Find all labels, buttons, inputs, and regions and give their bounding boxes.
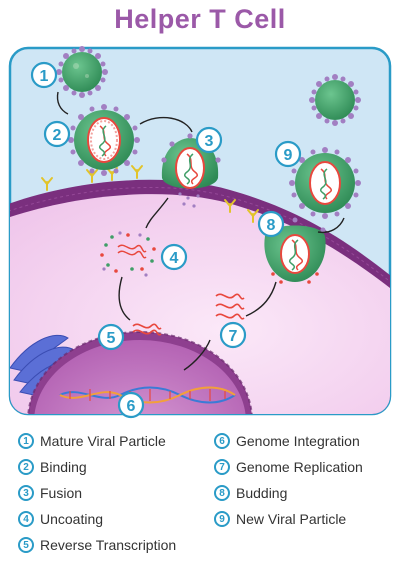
legend-badge: 3 xyxy=(18,485,34,501)
legend-item-7: 7 Genome Replication xyxy=(214,456,363,478)
legend-label: Mature Viral Particle xyxy=(40,433,166,449)
legend-label: Genome Integration xyxy=(236,433,360,449)
legend-badge: 6 xyxy=(214,433,230,449)
legend-label: Reverse Transcription xyxy=(40,537,177,553)
svg-text:3: 3 xyxy=(205,133,214,150)
free-viral-particle xyxy=(309,74,361,126)
svg-text:7: 7 xyxy=(229,328,238,345)
step-badge-3: 3 xyxy=(195,126,223,154)
legend-badge: 8 xyxy=(214,485,230,501)
step-badge-2: 2 xyxy=(43,120,71,148)
legend-badge: 1 xyxy=(18,433,34,449)
step-badge-5: 5 xyxy=(97,323,125,351)
new-viral-particle xyxy=(289,147,361,219)
legend: 1 Mature Viral Particle 2 Binding 3 Fusi… xyxy=(0,428,400,567)
step-badge-4: 4 xyxy=(160,243,188,271)
svg-text:8: 8 xyxy=(267,217,276,234)
legend-label: Budding xyxy=(236,485,288,501)
svg-text:1: 1 xyxy=(40,68,49,85)
svg-text:9: 9 xyxy=(284,147,293,164)
legend-label: Uncoating xyxy=(40,511,104,527)
legend-badge: 5 xyxy=(18,537,34,553)
svg-text:5: 5 xyxy=(107,330,116,347)
legend-label: Genome Replication xyxy=(236,459,363,475)
legend-label: Binding xyxy=(40,459,87,475)
reverse-transcription-strand xyxy=(132,323,162,336)
nucleus xyxy=(34,340,246,414)
legend-label: New Viral Particle xyxy=(236,511,347,527)
step-badge-6: 6 xyxy=(117,391,145,419)
step-badges: 1 2 3 4 5 6 7 8 9 xyxy=(30,61,302,419)
mature-viral-particle xyxy=(56,46,108,98)
step-badge-7: 7 xyxy=(219,321,247,349)
legend-item-1: 1 Mature Viral Particle xyxy=(18,430,166,452)
legend-badge: 7 xyxy=(214,459,230,475)
host-dna xyxy=(59,386,236,404)
legend-item-5: 5 Reverse Transcription xyxy=(18,534,176,556)
svg-text:4: 4 xyxy=(170,250,179,267)
legend-badge: 4 xyxy=(18,511,34,527)
replicated-genome-strands xyxy=(215,293,245,320)
legend-item-8: 8 Budding xyxy=(214,482,287,504)
legend-item-3: 3 Fusion xyxy=(18,482,82,504)
svg-text:2: 2 xyxy=(53,127,62,144)
binding-viral-particle xyxy=(68,104,140,176)
uncoating-contents xyxy=(100,231,156,277)
budding-viral-particle xyxy=(264,217,326,284)
legend-badge: 9 xyxy=(214,511,230,527)
diagram-title: Helper T Cell xyxy=(114,4,286,34)
legend-label: Fusion xyxy=(40,485,83,501)
legend-item-4: 4 Uncoating xyxy=(18,508,103,530)
legend-item-2: 2 Binding xyxy=(18,456,87,478)
lifecycle-connectors xyxy=(56,91,345,371)
legend-badge: 2 xyxy=(18,459,34,475)
legend-item-9: 9 New Viral Particle xyxy=(214,508,346,530)
legend-item-6: 6 Genome Integration xyxy=(214,430,360,452)
step-badge-1: 1 xyxy=(30,61,58,89)
svg-text:6: 6 xyxy=(127,398,136,415)
step-badge-8: 8 xyxy=(257,210,285,238)
step-badge-9: 9 xyxy=(274,140,302,168)
